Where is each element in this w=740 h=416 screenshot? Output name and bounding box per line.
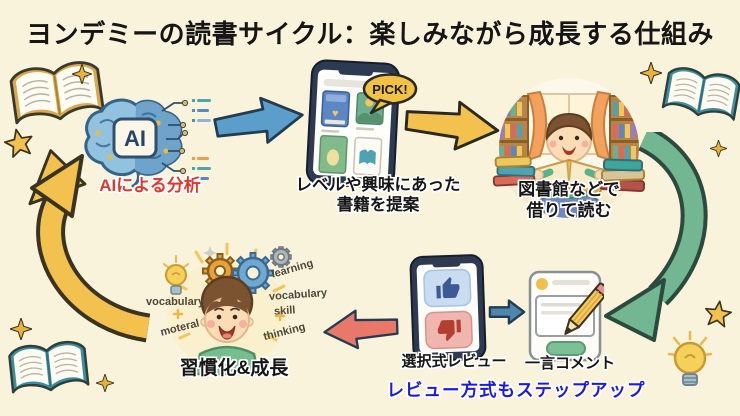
thumb-down-icon (437, 319, 462, 342)
gear-icon (270, 246, 292, 268)
book-suggestion-caption-line1: レベルや興味にあった (295, 176, 461, 194)
growth-keyword: skill (273, 304, 296, 318)
arrow-curve-up-yellow-icon (30, 154, 151, 343)
arrow-left-red-icon (323, 309, 399, 350)
pick-speech-bubble: PICK! (362, 73, 418, 115)
sparkle-icon (203, 246, 217, 260)
sparkle-icon (10, 318, 32, 340)
book-suggestion-caption: レベルや興味にあった 書籍を提案 (268, 175, 488, 215)
sparkle-icon (640, 62, 662, 84)
page-title: ヨンデミーの読書サイクル：楽しみながら成長する仕組み (26, 19, 714, 49)
smartphone-thumbs-icon (409, 254, 487, 362)
review-stepup-footnote: レビュー方式もステップアップ (386, 380, 646, 400)
sparkle-icon (72, 64, 92, 84)
arrow-curve-down-green-icon (604, 132, 708, 342)
lightbulb-icon (163, 255, 189, 295)
pencil-icon (564, 282, 604, 335)
book-stack-icon (492, 155, 536, 187)
growth-caption: 習慣化&成長 (179, 358, 289, 379)
growth-keyword: vocabulary (268, 286, 328, 304)
ai-analysis-caption: AIによる分析 (99, 176, 201, 195)
sparkle-icon (710, 140, 727, 157)
heart-icon: ♥ (332, 108, 340, 120)
review-comment-caption: 一言コメント (524, 355, 615, 372)
arrow-right-yellow-icon (404, 100, 500, 151)
growth-keyword: vocabulary (146, 296, 205, 308)
book-stack-icon (598, 158, 646, 192)
comment-card-icon (528, 270, 604, 362)
ai-brain-icon: AI (84, 98, 211, 188)
review-select-caption: 選択式レビュー (401, 353, 507, 370)
arrow-right-blue-icon (213, 96, 304, 144)
book-suggestion-caption-line2: 書籍を提案 (336, 196, 420, 215)
library-reading-caption: 図書館などで 借りて読む (498, 180, 640, 221)
open-book-icon (661, 67, 740, 121)
ai-chip-label: AI (124, 126, 146, 151)
library-caption-line2: 借りて読む (526, 200, 612, 220)
star-icon (704, 300, 733, 328)
pick-bubble-label: PICK! (372, 82, 407, 97)
thumb-up-icon (436, 276, 460, 299)
sparkle-icon (96, 374, 114, 392)
star-icon (3, 128, 33, 158)
library-caption-line1: 図書館などで (518, 180, 620, 199)
arrow-right-small-blue-icon (488, 299, 526, 325)
open-book-icon (8, 340, 90, 394)
lightbulb-icon (667, 330, 713, 386)
growth-child-illustration (163, 242, 292, 376)
gear-icon (232, 252, 274, 294)
